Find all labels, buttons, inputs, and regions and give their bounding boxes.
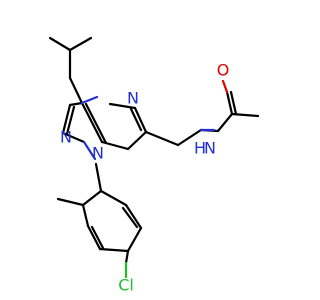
bond xyxy=(108,102,137,110)
bond xyxy=(100,140,130,151)
bond xyxy=(133,106,148,134)
bond xyxy=(80,95,99,105)
bond xyxy=(225,90,234,116)
bond xyxy=(221,79,229,94)
bond xyxy=(80,101,104,144)
structure-svg: N N N N H O Cl xyxy=(48,36,260,295)
hydrogen-atom: H xyxy=(194,139,206,158)
bond xyxy=(129,107,143,132)
bonds xyxy=(48,36,260,265)
bond xyxy=(90,225,105,250)
bond xyxy=(81,203,90,228)
bond xyxy=(68,76,84,105)
bond xyxy=(81,189,103,207)
bond xyxy=(56,197,85,207)
bond xyxy=(68,101,84,107)
bond xyxy=(68,36,93,52)
nitrogen-atom: N xyxy=(127,89,139,108)
bond xyxy=(126,130,148,151)
bond xyxy=(86,224,102,251)
bond xyxy=(98,247,130,253)
bond xyxy=(84,102,108,145)
nitrogen-atom: N xyxy=(92,144,104,163)
bond xyxy=(94,162,103,193)
nitrogen-atom: N xyxy=(204,139,216,158)
bond xyxy=(126,226,143,253)
oxygen-atom: O xyxy=(217,61,230,80)
bond xyxy=(124,249,130,265)
bond xyxy=(124,203,143,230)
bond xyxy=(99,189,128,207)
bond xyxy=(65,105,76,136)
chlorine-atom: Cl xyxy=(118,276,134,295)
nitrogen-atom: N xyxy=(60,128,72,147)
bond xyxy=(176,128,203,147)
heteroatom-bonds xyxy=(80,79,229,279)
bond xyxy=(61,103,72,135)
bond xyxy=(121,206,139,229)
bond xyxy=(82,140,97,161)
bond xyxy=(216,112,234,133)
bond xyxy=(229,90,238,116)
atom-labels: N N N N H O Cl xyxy=(60,61,229,295)
bond xyxy=(144,130,180,147)
molecule-canvas: N N N N H O Cl xyxy=(48,36,260,295)
bond xyxy=(48,36,72,52)
